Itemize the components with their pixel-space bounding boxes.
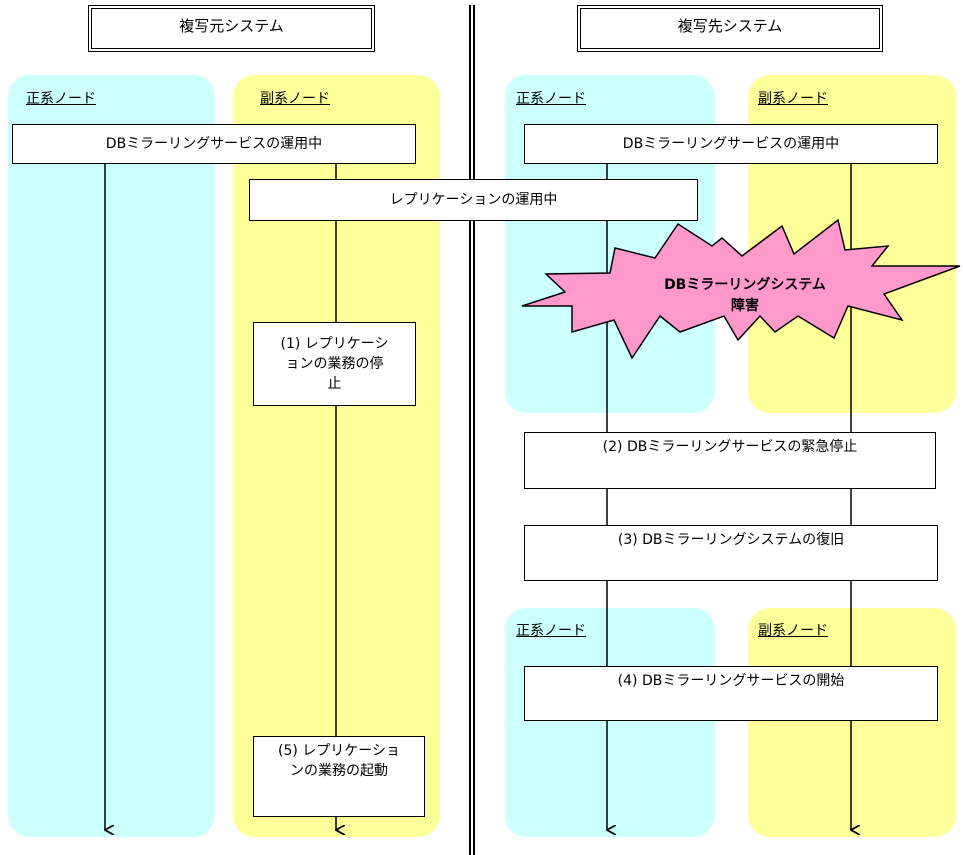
source-primary-lane [8,75,215,837]
failure-label: DBミラーリングシステム 障害 [664,277,826,314]
target-primary-lane-label-lower: 正系ノード [516,623,586,639]
step1-stop-replication-box: (1) レプリケーシ ョンの業務の停 止 [253,322,416,406]
target-system-title: 複写先システム [577,5,883,52]
target-secondary-lane-label-upper: 副系ノード [758,91,828,107]
target-secondary-lane-label-lower: 副系ノード [758,623,828,639]
source-system-title: 複写元システム [88,5,375,52]
source-primary-lane-label: 正系ノード [26,91,96,107]
replication-running-box: レプリケーションの運用中 [249,179,698,221]
target-mirroring-running-box: DBミラーリングサービスの運用中 [524,124,938,164]
target-primary-lane-lower [505,608,715,837]
step5-start-replication-box: (5) レプリケーショ ンの業務の起動 [253,736,425,817]
source-mirroring-running-box: DBミラーリングサービスの運用中 [12,124,416,164]
step4-start-mirroring-box: (4) DBミラーリングサービスの開始 [524,666,938,721]
target-secondary-lane-lower [748,608,956,837]
target-primary-lane-label-upper: 正系ノード [516,91,586,107]
source-secondary-lane-label: 副系ノード [260,91,330,107]
step3-recover-system-box: (3) DBミラーリングシステムの復旧 [524,525,938,581]
step2-emergency-stop-box: (2) DBミラーリングサービスの緊急停止 [524,432,936,489]
